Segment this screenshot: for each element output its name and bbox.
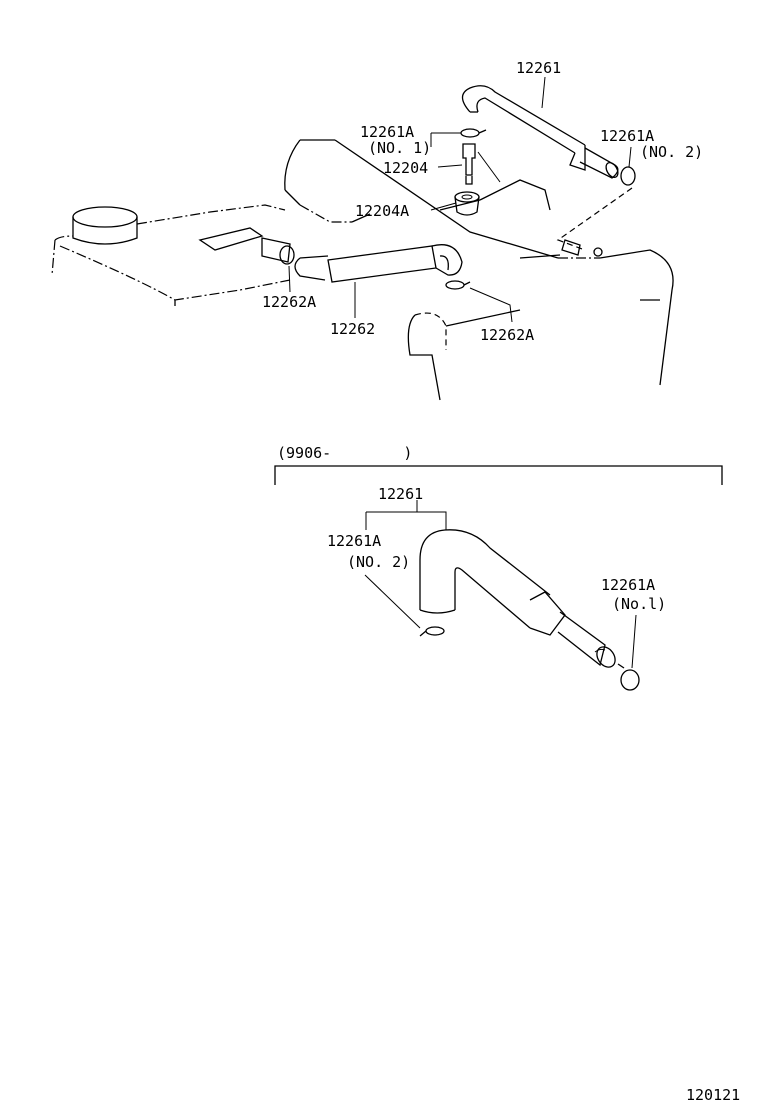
label-clamp-12262a-left: 12262A — [262, 293, 316, 311]
figure-code: 120121 — [686, 1086, 740, 1104]
pcv-valve-12204 — [462, 143, 476, 185]
label-hose-12261-lower: 12261 — [378, 485, 423, 503]
label-clamp-12261a-no1-sub-lower: (No.l) — [612, 595, 666, 613]
clamp-12262a-left — [279, 245, 295, 265]
label-clamp-12261a-no1-sub-upper: (NO. 1) — [368, 139, 431, 157]
label-grommet-12204a: 12204A — [355, 202, 409, 220]
label-hose-12262: 12262 — [330, 320, 375, 338]
clamp-12261a-no2-upper — [620, 166, 636, 186]
clamp-12261a-no2-lower — [419, 626, 445, 637]
leader-lines-upper — [288, 76, 632, 323]
date-range-label: (9906- ) — [277, 444, 412, 462]
label-hose-12261-upper: 12261 — [516, 59, 561, 77]
label-clamp-12261a-no2-upper: 12261A — [600, 127, 654, 145]
clamp-12261a-no1-lower — [617, 663, 640, 691]
label-clamp-12261a-no1-lower: 12261A — [601, 576, 655, 594]
label-clamp-12261a-no2-sub-upper: (NO. 2) — [640, 143, 703, 161]
label-valve-12204: 12204 — [383, 159, 428, 177]
clamp-12261a-no1-upper — [460, 128, 487, 138]
hose-12261-lower — [419, 529, 616, 668]
label-clamp-12261a-no2-sub-lower: (NO. 2) — [347, 553, 410, 571]
hose-12262 — [261, 237, 463, 283]
engine-outline — [51, 139, 674, 401]
label-clamp-12262a-right: 12262A — [480, 326, 534, 344]
leader-lines-lower — [364, 500, 637, 669]
date-range-bracket — [274, 465, 723, 485]
clamp-12262a-right — [445, 280, 471, 290]
label-clamp-12261a-no2-lower: 12261A — [327, 532, 381, 550]
label-clamp-12261a-no1-upper: 12261A — [360, 123, 414, 141]
hose-12261-upper — [461, 85, 619, 179]
grommet-12204a — [454, 191, 480, 216]
